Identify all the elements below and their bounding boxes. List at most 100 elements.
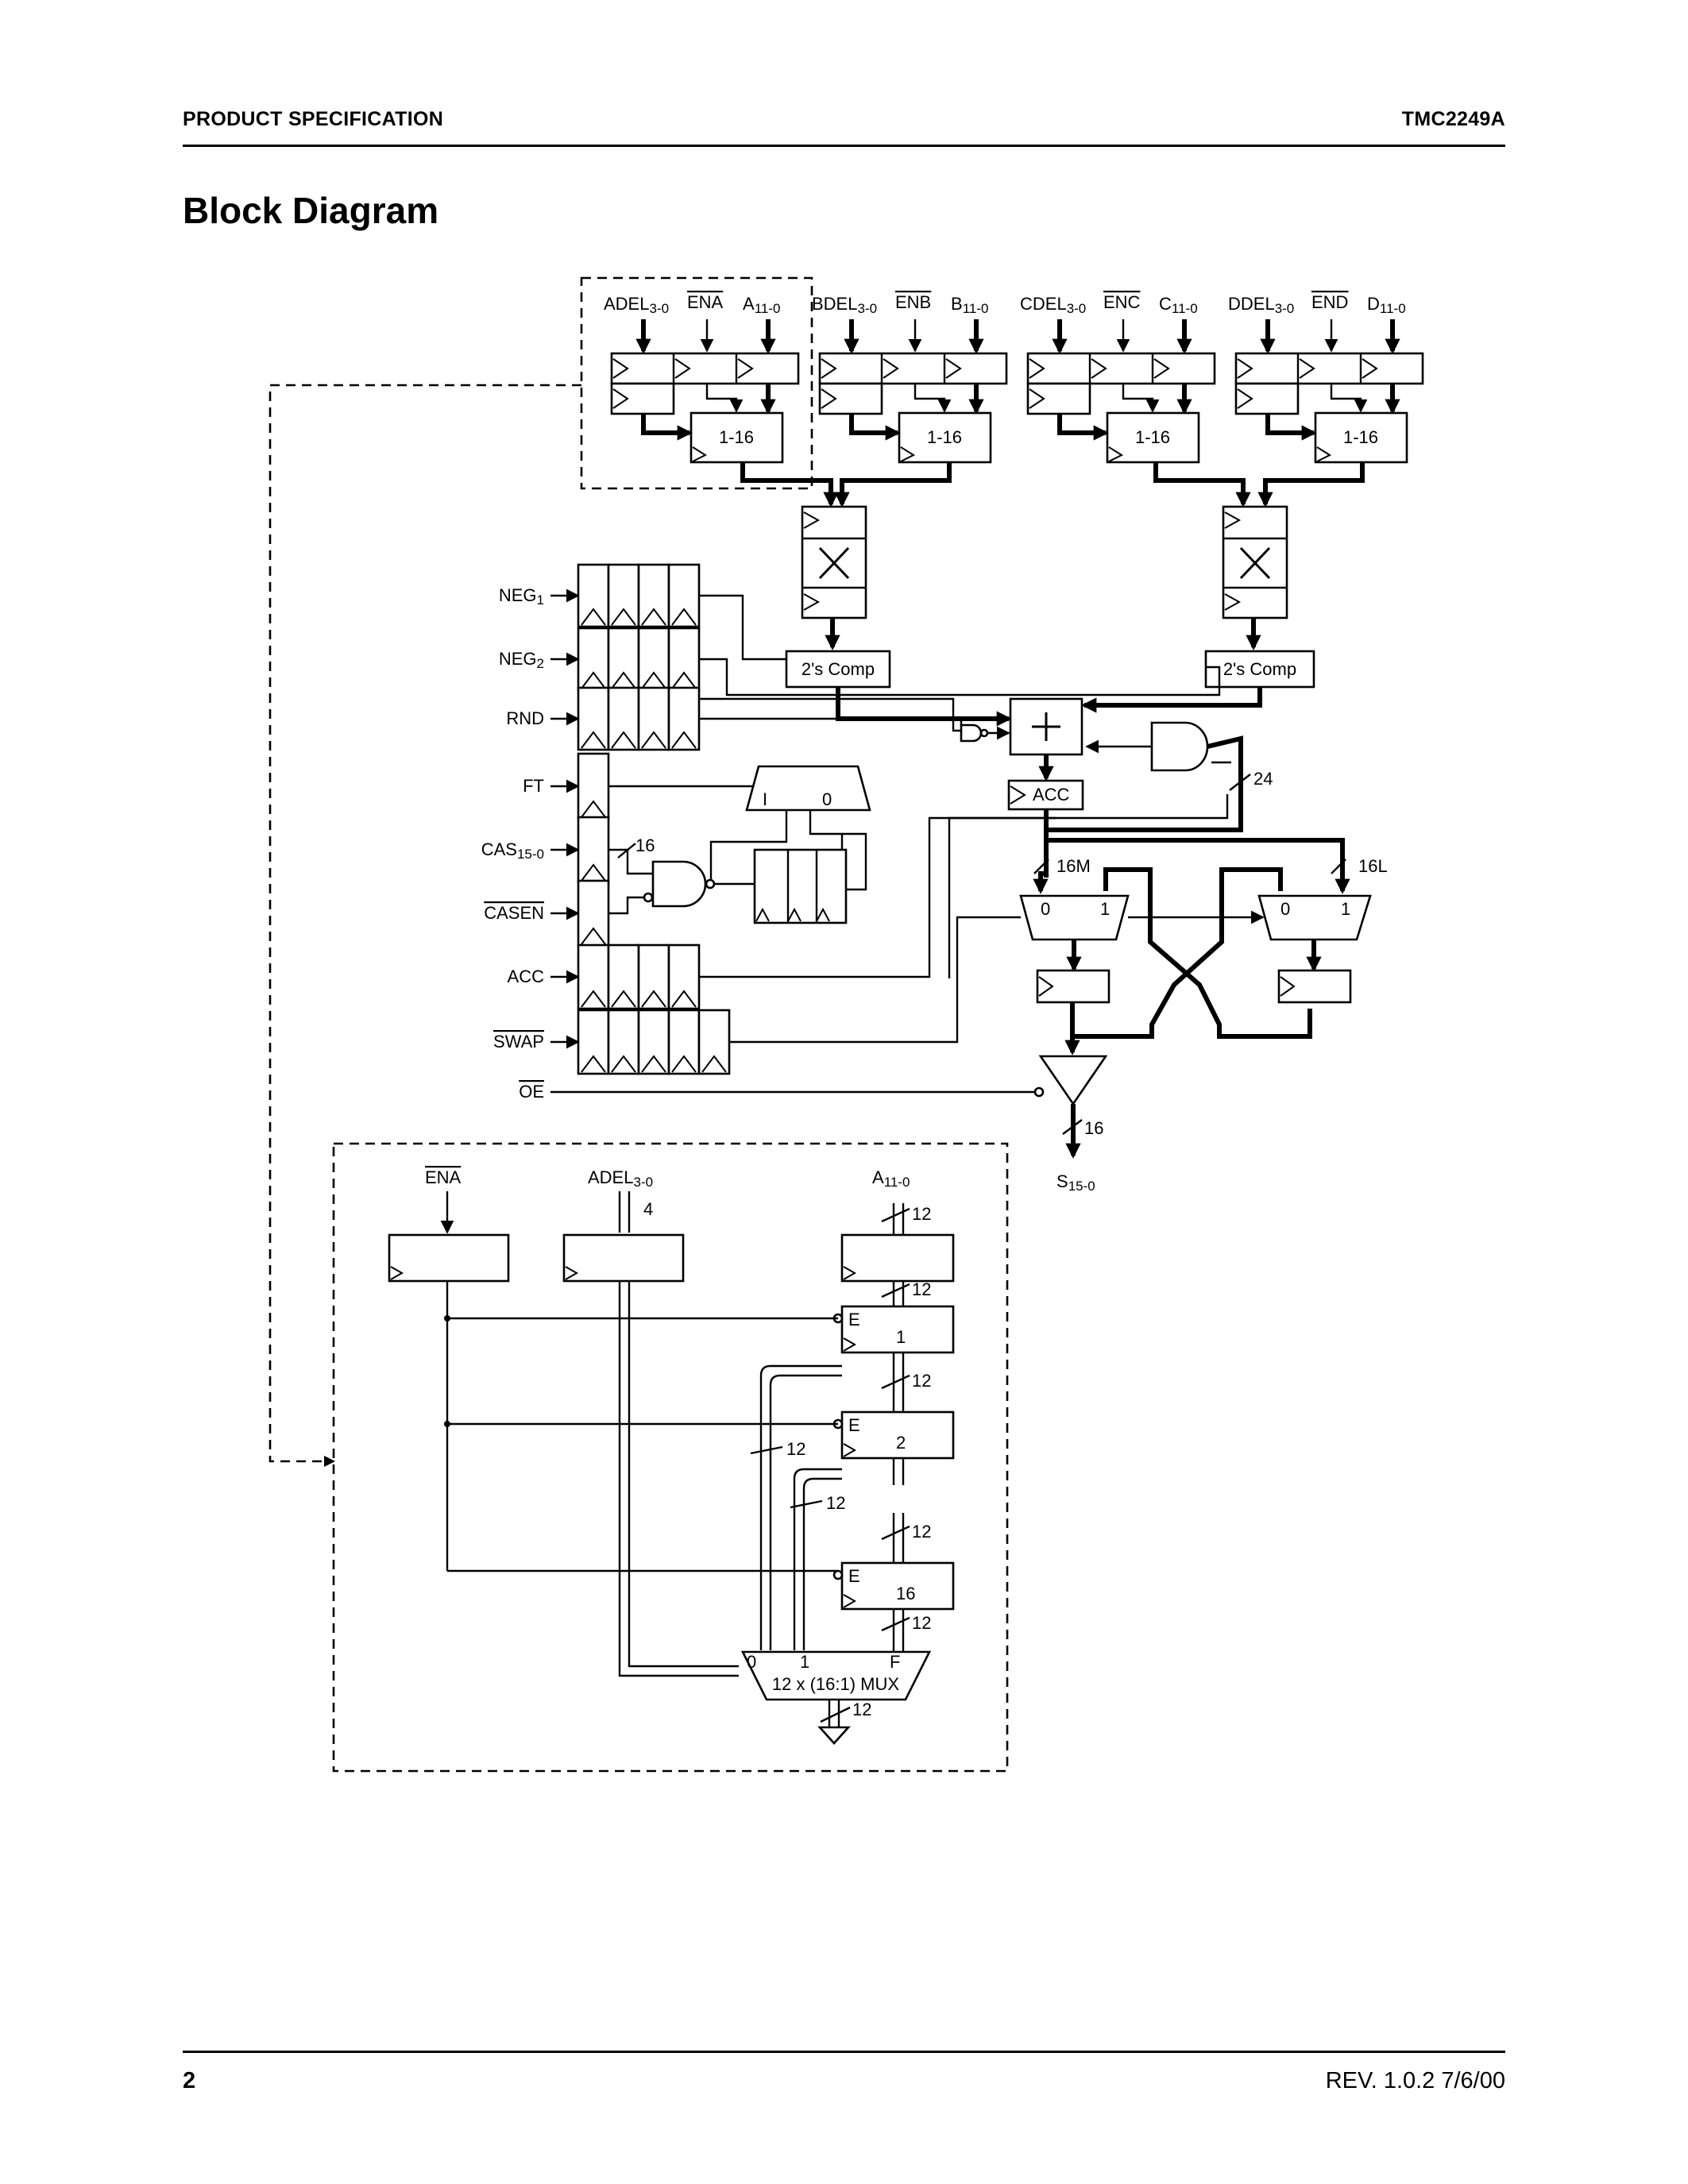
detail-width-mark: 12 [912,1371,931,1391]
mux-m-0: 0 [1041,899,1050,919]
ft-mux-i: I [763,789,767,809]
mux-l-0: 0 [1280,899,1290,919]
channel-4-del-label: DDEL3-0 [1228,294,1294,316]
mux-m-1: 1 [1100,899,1110,919]
cascade-nand-gate [651,860,707,908]
channel-2-data-label: B11-0 [951,294,988,316]
control-swap: SWAP [493,1009,731,1075]
channel-1-del-label: ADEL3-0 [604,294,669,316]
detail-mux-in-1: 1 [800,1652,809,1672]
channel-3-del-label: CDEL3-0 [1020,294,1086,316]
detail-data-label: A11-0 [872,1167,910,1190]
detail-out-width: 12 [852,1700,871,1719]
control-label-6: ACC [508,967,545,986]
detail-width-mark: 12 [912,1279,931,1299]
acc-feedback-width: 24 [1253,769,1273,789]
output-mux-m [1019,894,1130,941]
acc-label: ACC [1033,785,1070,805]
twos-comp-ab-label: 2's Comp [802,659,875,679]
feedback-and-gate [1150,721,1209,772]
control-ft: FT [523,752,610,820]
detail-en-label: ENA [425,1167,462,1187]
channel-3-delay-label: 1-16 [1135,427,1170,447]
detail-mux-label: 12 x (16:1) MUX [772,1674,899,1694]
detail-del-label: ADEL3-0 [588,1167,653,1190]
detail-input-reg-3 [840,1233,955,1283]
twos-comp-ab [785,650,891,689]
stage-1-enable: E [848,1310,860,1329]
stage-2-label: 2 [896,1433,906,1453]
cascade-register [753,848,848,924]
control-neg1: NEG1 [499,563,701,628]
detail-width-mark: 12 [912,1204,931,1224]
cas-width: 16 [635,835,655,855]
output-mux-l [1257,894,1372,941]
stage-3-label: 16 [896,1584,915,1603]
header-left: PRODUCT SPECIFICATION [183,108,444,130]
output-label: S15-0 [1056,1171,1095,1194]
revision: REV. 1.0.2 7/6/00 [1325,2068,1505,2093]
control-acc: ACC [508,943,701,1010]
channel-3-en-label: ENC [1103,292,1141,312]
control-label-8: OE [519,1082,544,1102]
header-right: TMC2249A [1401,108,1505,130]
channel-4-delay-label: 1-16 [1343,427,1378,447]
control-cas150: CAS15-0 [481,816,610,884]
channel-2-delay-label: 1-16 [927,427,962,447]
lsw-width: 16L [1358,856,1388,876]
msw-width: 16M [1056,856,1091,876]
channel-1-en-label: ENA [687,292,724,312]
detail-stage-2 [840,1410,955,1460]
detail-stage-3 [840,1561,955,1611]
round-gate [960,723,983,743]
control-casen: CASEN [484,879,610,947]
stage-3-enable: E [848,1566,860,1586]
control-label-5: CASEN [484,903,544,923]
output-width: 16 [1084,1118,1103,1138]
channel-a-outline [580,276,813,490]
control-oe: OE [519,1082,1045,1102]
stage-2-enable: E [848,1415,860,1435]
detail-stage-1 [840,1305,955,1354]
channel-4-en-label: END [1311,292,1348,312]
control-label-4: CAS15-0 [481,839,544,862]
detail-mux-in-0: 0 [747,1652,756,1672]
acc-output-bus [1044,809,1345,870]
header-rule [183,145,1505,147]
control-label-1: NEG2 [499,649,544,671]
output-register-m [1036,969,1111,1004]
control-rnd: RND [506,686,701,751]
detail-feed-width-2: 12 [826,1493,845,1513]
ft-mux-0: 0 [822,789,832,809]
control-label-0: NEG1 [499,585,544,608]
page-title: Block Diagram [183,190,439,231]
stage-1-label: 1 [896,1327,906,1347]
ft-mux [745,765,871,812]
detail-mux-in-f: F [890,1652,900,1672]
twos-comp-cd [1204,650,1315,689]
detail-feed-width-1: 12 [786,1439,805,1459]
detail-width-mark: 12 [912,1522,931,1542]
detail-input-reg-1 [388,1233,510,1283]
detail-input-reg-2 [562,1233,685,1283]
channel-1-delay-label: 1-16 [719,427,754,447]
detail-del-width: 4 [643,1199,653,1219]
footer-rule [183,2051,1505,2053]
control-label-3: FT [523,776,544,796]
page-number: 2 [183,2068,196,2093]
detail-width-mark: 12 [912,1613,931,1633]
multiplier-cd [1222,505,1288,619]
mux-l-1: 1 [1341,899,1350,919]
detail-mux [740,1650,932,1701]
output-register-l [1277,969,1352,1004]
detail-connector [268,384,581,1463]
channel-2-en-label: ENB [895,292,931,312]
control-label-7: SWAP [493,1032,544,1051]
channel-2-del-label: BDEL3-0 [812,294,877,316]
control-label-2: RND [506,708,544,728]
